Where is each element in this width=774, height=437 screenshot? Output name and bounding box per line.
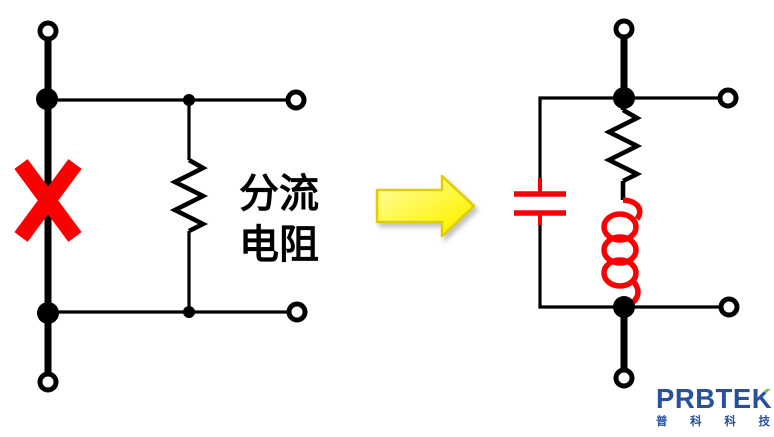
brand-prefix: PRBTE <box>656 383 752 414</box>
subtitle-char: 科 <box>724 416 736 428</box>
shunt-label-line1: 分流 <box>239 172 319 216</box>
left-right-top-terminal <box>285 89 307 111</box>
left-bottom-node <box>37 302 59 324</box>
left-top-terminal <box>37 20 59 42</box>
right-circuit <box>514 18 740 389</box>
subtitle-char: 技 <box>758 416 770 428</box>
right-top-terminal <box>613 18 635 40</box>
left-bottom-terminal <box>37 371 59 393</box>
left-circuit <box>14 20 308 393</box>
right-bottom-terminal <box>613 367 635 389</box>
left-top-node <box>36 88 58 110</box>
brand-k-green-accent: K <box>751 383 773 414</box>
right-right-top-terminal <box>717 87 739 109</box>
right-bottom-node <box>613 296 635 318</box>
prbtek-logo: PRBTEK 普 科 科 技 <box>656 383 773 429</box>
brand-subtitle: 普 科 科 技 <box>656 413 770 429</box>
resistor-icon <box>603 103 643 200</box>
subtitle-char: 科 <box>690 416 702 428</box>
x-mark-icon <box>14 159 82 242</box>
shunt-label-line2: 电阻 <box>239 223 319 267</box>
subtitle-char: 普 <box>656 416 668 428</box>
shunt-top-junction <box>183 94 195 106</box>
right-top-node <box>613 87 635 109</box>
shunt-bottom-junction <box>183 306 195 318</box>
transform-arrow-icon <box>375 174 476 238</box>
right-bottom-wire <box>538 225 719 309</box>
capacitor-icon <box>514 178 566 225</box>
left-right-bottom-terminal <box>286 301 308 323</box>
shunt-resistor-label: 分流 电阻 <box>231 169 327 271</box>
brand-wordmark: PRBTEK <box>656 383 773 414</box>
right-top-wire <box>538 96 718 178</box>
shunt-resistor-icon <box>169 158 209 234</box>
right-right-bottom-terminal <box>718 296 740 318</box>
inductor-icon <box>601 197 643 309</box>
